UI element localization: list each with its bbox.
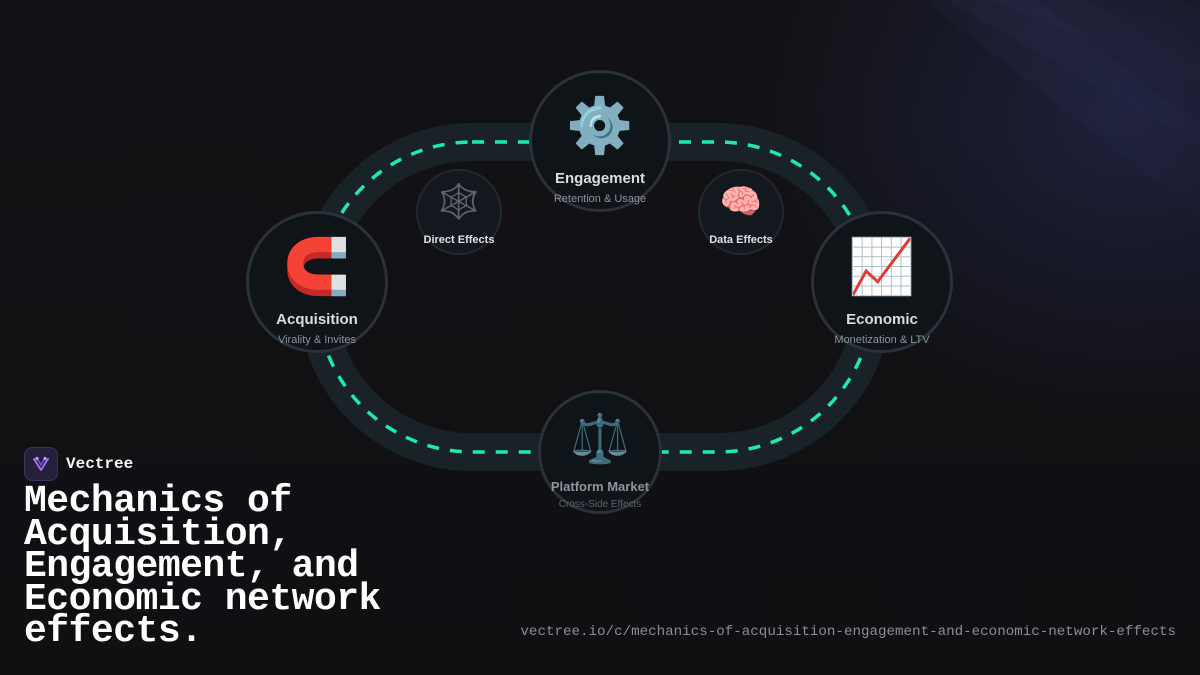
economic-subtitle: Monetization & LTV — [834, 334, 930, 346]
platform-market-title: Platform Market — [550, 479, 650, 494]
brand: Vectree — [24, 447, 133, 481]
vectree-logo-icon — [24, 447, 58, 481]
brand-name: Vectree — [66, 455, 134, 473]
chart-increasing-icon: 📈 — [848, 235, 916, 298]
engagement-title: Engagement — [554, 170, 645, 187]
platform-market-node: ⚖️ Platform Market Cross-Side Effects — [538, 390, 662, 514]
vectree-logo-mark — [33, 456, 49, 471]
balance-scale-icon: ⚖️ — [570, 411, 630, 467]
page-title: Mechanics of Acquisition, Engagement, an… — [24, 480, 381, 653]
acquisition-title: Acquisition — [276, 311, 358, 328]
page-url[interactable]: vectree.io/c/mechanics-of-acquisition-en… — [520, 624, 1176, 640]
engagement-node: ⚙️ Engagement Retention & Usage — [529, 70, 671, 212]
gear-icon: ⚙️ — [566, 94, 634, 157]
economic-node: 📈 Economic Monetization & LTV — [811, 211, 953, 353]
acquisition-subtitle: Virality & Invites — [277, 334, 357, 346]
data-effects-title: Data Effects — [709, 234, 773, 246]
spider-web-icon: 🕸️ — [437, 182, 481, 222]
data-effects-node: 🧠 Data Effects — [698, 169, 784, 255]
platform-market-subtitle: Cross-Side Effects — [558, 499, 642, 510]
acquisition-node: 🧲 Acquisition Virality & Invites — [246, 211, 388, 353]
engagement-subtitle: Retention & Usage — [553, 193, 647, 205]
economic-title: Economic — [846, 311, 918, 328]
magnet-icon: 🧲 — [283, 235, 351, 298]
brain-icon: 🧠 — [719, 182, 763, 222]
direct-effects-title: Direct Effects — [423, 234, 495, 246]
direct-effects-node: 🕸️ Direct Effects — [416, 169, 502, 255]
